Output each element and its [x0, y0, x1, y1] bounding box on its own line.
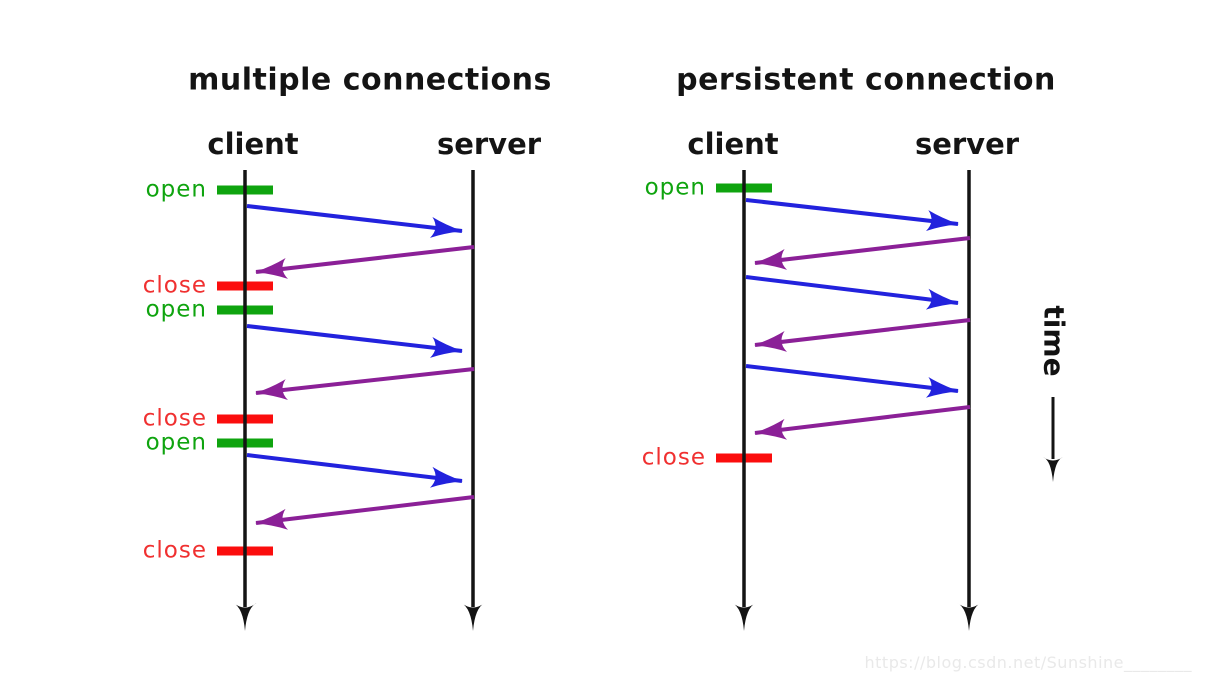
- time-arrowhead: [1043, 457, 1063, 482]
- title-multiple-connections: multiple connections: [188, 62, 552, 98]
- response-arrow: [255, 367, 475, 401]
- close-label: close: [142, 272, 207, 299]
- request-arrow: [246, 453, 463, 488]
- request-arrow: [246, 324, 463, 358]
- request-arrow: [246, 204, 463, 238]
- server-label-persistent: server: [914, 127, 1020, 161]
- open-label: open: [145, 176, 207, 203]
- request-arrow: [745, 364, 959, 398]
- request-arrow: [745, 198, 959, 231]
- lifeline-arrowhead: [957, 603, 981, 631]
- open-label: open: [644, 174, 706, 201]
- request-arrow: [745, 275, 959, 310]
- open-label: open: [145, 429, 207, 456]
- time-axis-label: time: [1037, 305, 1071, 377]
- title-persistent-connection: persistent connection: [676, 62, 1056, 98]
- lifeline-arrowhead: [233, 603, 257, 631]
- response-arrow: [754, 318, 971, 352]
- lifeline-arrowhead: [461, 603, 485, 631]
- lifeline-arrowhead: [732, 603, 756, 631]
- response-arrow: [754, 405, 971, 440]
- server-label-multiple: server: [436, 127, 542, 161]
- watermark-url: https://blog.csdn.net/Sunshine________: [864, 653, 1192, 672]
- close-label: close: [142, 405, 207, 432]
- client-label-multiple: client: [207, 127, 299, 161]
- response-arrow: [255, 245, 475, 279]
- close-label: close: [641, 444, 706, 471]
- close-label: close: [142, 537, 207, 564]
- response-arrow: [255, 495, 475, 530]
- open-label: open: [145, 296, 207, 323]
- response-arrow: [754, 236, 971, 270]
- client-label-persistent: client: [687, 127, 779, 161]
